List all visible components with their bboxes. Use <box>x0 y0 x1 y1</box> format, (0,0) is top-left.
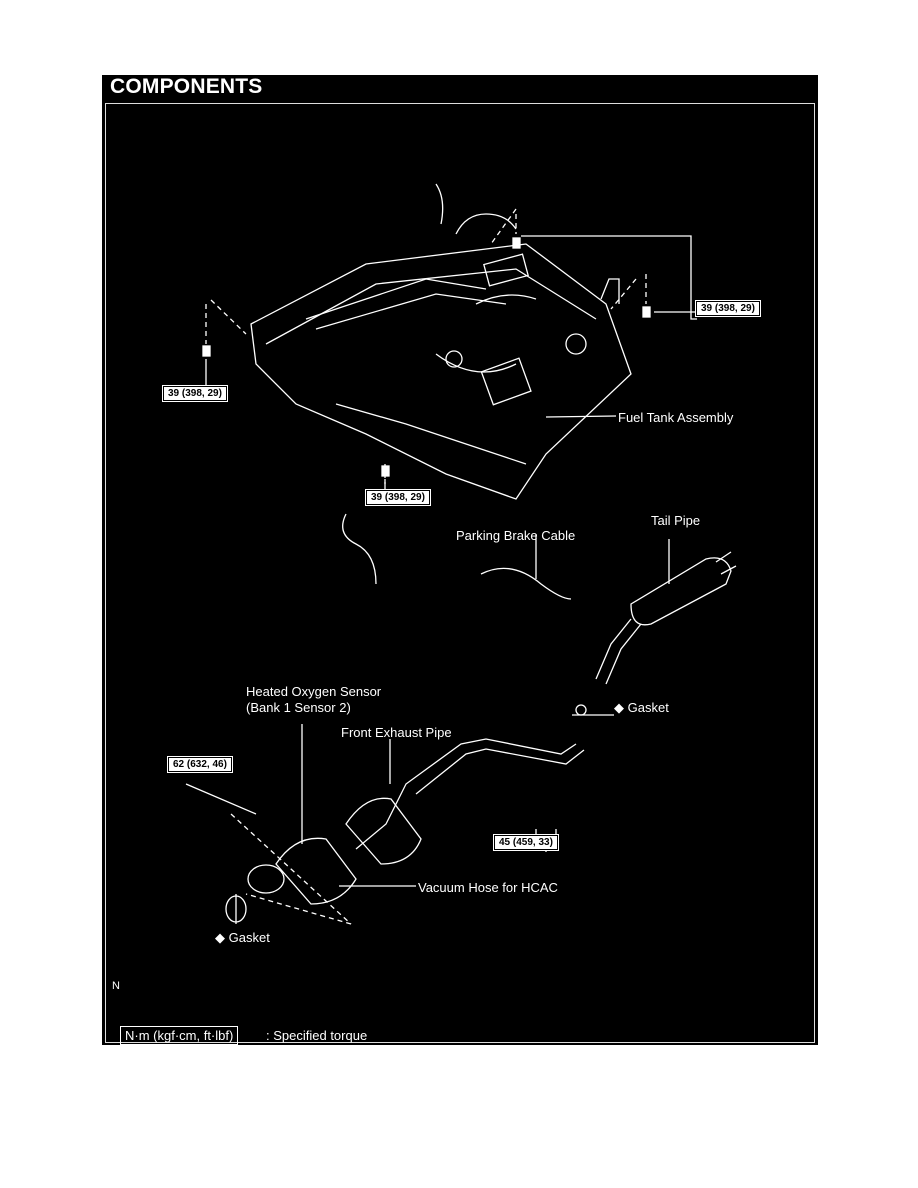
gasket-text: Gasket <box>228 930 270 945</box>
label-gasket-right: ◆ Gasket <box>614 700 669 716</box>
fuel-tank-drawing <box>250 183 632 500</box>
torque-spec-tank-left: 39 (398, 29) <box>162 385 228 402</box>
cable-clamp-left <box>342 513 377 585</box>
label-gasket-left: ◆ Gasket <box>215 930 270 946</box>
diamond-icon: ◆ <box>614 700 624 715</box>
label-bank-sensor: (Bank 1 Sensor 2) <box>246 700 351 715</box>
label-parking-brake-cable: Parking Brake Cable <box>456 528 576 543</box>
legend-n-mark: N <box>112 980 120 992</box>
torque-spec-center-flange: 45 (459, 33) <box>493 834 559 851</box>
tail-pipe-drawing <box>595 551 737 685</box>
figure-id: B11453 <box>774 1056 802 1065</box>
page-title: COMPONENTS <box>110 75 263 98</box>
label-fuel-tank-assembly: Fuel Tank Assembly <box>618 410 734 425</box>
components-diagram: COMPONENTS <box>102 75 818 1065</box>
torque-spec-front-flange: 62 (632, 46) <box>167 756 233 773</box>
gasket-ring-right <box>575 704 587 716</box>
label-heated-oxygen-sensor: Heated Oxygen Sensor <box>246 684 382 699</box>
diamond-icon: ◆ <box>215 930 225 945</box>
flange-guide <box>230 813 352 925</box>
bolt-guide-lines <box>205 208 647 484</box>
legend-torque-unit: N·m (kgf·cm, ft·lbf) <box>120 1026 239 1045</box>
leader-lines <box>185 235 697 924</box>
bolts <box>202 237 651 477</box>
legend-torque-desc: : Specified torque <box>266 1028 368 1043</box>
gasket-text: Gasket <box>627 700 669 715</box>
legend-non-reusable-text: Non–reusable part <box>133 1044 241 1059</box>
exhaust-fuel-tank-illustration <box>185 183 737 925</box>
diagram-area: 39 (398, 29) 39 (398, 29) 39 (398, 29) 6… <box>105 103 815 1065</box>
gasket-ring-left <box>225 895 247 923</box>
diamond-icon: ◆ <box>120 1044 130 1059</box>
legend-non-reusable: ◆ Non–reusable part <box>120 1044 241 1060</box>
label-front-exhaust-pipe: Front Exhaust Pipe <box>341 725 452 740</box>
label-vacuum-hose: Vacuum Hose for HCAC <box>418 880 558 895</box>
label-tail-pipe: Tail Pipe <box>651 513 701 528</box>
torque-spec-tank-right: 39 (398, 29) <box>695 300 761 317</box>
front-exhaust-pipe-drawing <box>247 738 585 905</box>
parking-brake-cable <box>480 567 572 600</box>
torque-spec-tank-bottom: 39 (398, 29) <box>365 489 431 506</box>
